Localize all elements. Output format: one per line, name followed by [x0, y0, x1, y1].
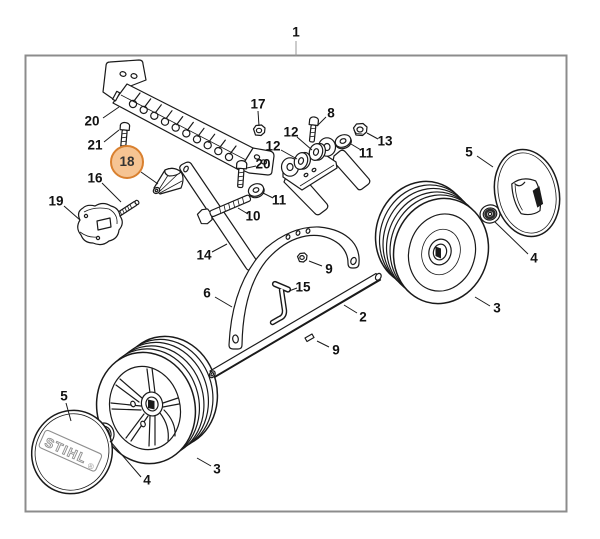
- nut-17-part: [252, 124, 266, 137]
- locking-pin-part: [269, 280, 292, 326]
- arch-bracket-part: [228, 226, 360, 350]
- leader-line-19: [63, 205, 81, 221]
- leader-line-21: [103, 129, 120, 143]
- hub-cap-right-part: [493, 148, 561, 238]
- callout-12b[interactable]: 12: [265, 138, 281, 154]
- callout-9a[interactable]: 9: [325, 261, 333, 277]
- leader-line-2: [343, 304, 358, 314]
- star-knob-part: [77, 202, 123, 246]
- pivot-bracket-part: [280, 137, 371, 216]
- callout-9b[interactable]: 9: [332, 342, 340, 358]
- callout-2[interactable]: 2: [359, 309, 367, 325]
- leader-line-5b: [476, 155, 494, 168]
- callout-13[interactable]: 13: [377, 133, 393, 149]
- wheel-spokes: [110, 367, 180, 447]
- wheel-right-part: [374, 180, 490, 305]
- leader-line-17: [257, 110, 260, 127]
- washer-11b-part: [247, 183, 265, 199]
- wheel-left-part: [95, 335, 219, 465]
- callout-18[interactable]: 18: [110, 145, 144, 179]
- mounting-rail-part: [102, 59, 275, 176]
- callout-3b[interactable]: 3: [493, 300, 501, 316]
- leader-line-3a: [196, 457, 212, 467]
- hub-cap-left-part: STIHL ®: [30, 409, 114, 495]
- callout-15[interactable]: 15: [295, 279, 311, 295]
- screw-8-part: [308, 116, 320, 143]
- callout-17[interactable]: 17: [250, 96, 266, 112]
- hubcap-registered-icon: ®: [86, 461, 95, 472]
- bolt-10-part: [196, 194, 252, 225]
- leader-line-6: [214, 296, 233, 308]
- callout-20b[interactable]: 20: [255, 156, 271, 172]
- leader-line-11b: [262, 192, 274, 199]
- leader-line-4a: [109, 440, 142, 478]
- square-nut-9b-part: [304, 333, 315, 343]
- leader-line-9b: [316, 340, 330, 348]
- leader-line-11a: [350, 143, 362, 151]
- leader-line-20b: [246, 165, 257, 169]
- spacer-washer-12a-part: [308, 142, 327, 161]
- callout-20a[interactable]: 20: [84, 113, 100, 129]
- washer-11a-part: [334, 134, 352, 150]
- callout-16[interactable]: 16: [87, 170, 103, 186]
- leader-line-14: [211, 243, 228, 253]
- callout-8[interactable]: 8: [327, 105, 335, 121]
- callout-4b[interactable]: 4: [530, 250, 538, 266]
- leader-line-4b: [494, 221, 529, 255]
- leader-line-5a: [65, 402, 72, 422]
- leader-line-10: [237, 207, 249, 215]
- leader-line-8: [316, 116, 327, 127]
- callout-3a[interactable]: 3: [213, 461, 221, 477]
- callout-21[interactable]: 21: [87, 137, 103, 153]
- leader-line-12b: [280, 149, 298, 160]
- callout-11b[interactable]: 11: [271, 192, 287, 208]
- callout-5b[interactable]: 5: [465, 144, 473, 160]
- leader-line-18: [140, 171, 159, 185]
- screw-21-part: [119, 121, 131, 149]
- callout-1[interactable]: 1: [292, 24, 300, 40]
- nut-13-part: [352, 122, 368, 137]
- callout-12a[interactable]: 12: [283, 124, 299, 140]
- leader-line-13: [366, 132, 379, 140]
- axle-tube-part: [208, 272, 382, 379]
- cone-spacer-part: [152, 167, 184, 195]
- leader-line-20a: [102, 106, 120, 119]
- callout-14[interactable]: 14: [196, 247, 212, 263]
- leader-line-15: [288, 287, 298, 292]
- screw-20-part: [235, 160, 248, 189]
- callout-5a[interactable]: 5: [60, 388, 68, 404]
- spacer-washer-12b-part: [293, 151, 312, 170]
- callout-11a[interactable]: 11: [358, 145, 374, 161]
- callout-4a[interactable]: 4: [143, 472, 151, 488]
- square-nut-9a-part: [296, 252, 308, 263]
- leader-lines: [63, 41, 529, 478]
- callout-19[interactable]: 19: [48, 193, 64, 209]
- leader-line-3b: [474, 296, 491, 307]
- leader-line-16: [101, 182, 122, 203]
- callout-10[interactable]: 10: [245, 208, 261, 224]
- serration-scallops: [128, 92, 237, 162]
- leader-line-12a: [296, 136, 313, 151]
- leader-line-9a: [308, 260, 323, 267]
- callout-6[interactable]: 6: [203, 285, 211, 301]
